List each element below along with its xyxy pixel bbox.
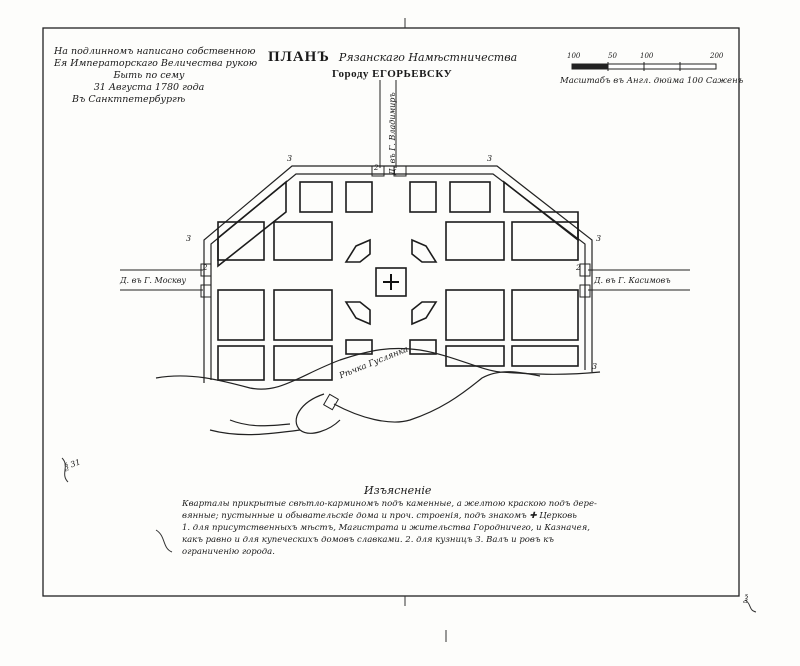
block-corner-nw [217, 180, 287, 268]
scale-caption: Масштабъ въ Англ. дюйма 100 Саженъ [560, 76, 744, 86]
map-frame [42, 27, 740, 597]
block-top-2 [345, 181, 373, 213]
west-road [120, 269, 203, 291]
block-top-4 [449, 181, 491, 213]
north-road [379, 80, 397, 168]
block-top-1 [299, 181, 333, 213]
river-bridge [322, 393, 340, 411]
river-guslyanka [155, 347, 601, 436]
marker-gate-n: 2 [374, 164, 379, 172]
block-corner-ne [503, 180, 579, 242]
map-title: ПЛАНЪ Рязанскаго Намѣстничества [268, 46, 517, 66]
block-6 [445, 289, 505, 341]
block-1 [273, 221, 333, 261]
marker-rampart-nw: 3 [287, 154, 293, 163]
approval-line-1: На подлинномъ написано собственною [54, 46, 256, 57]
legend-line-2: вянные; пустынные и обывательскiе дома и… [182, 511, 577, 521]
scale-bar [571, 62, 717, 71]
approval-line-3: Быть по сему [113, 70, 185, 81]
block-0 [217, 221, 265, 261]
gate-marks [200, 165, 591, 298]
scale-tick-0: 100 [567, 52, 581, 60]
east-road [588, 269, 690, 291]
block-3 [511, 221, 579, 261]
block-south-2 [409, 339, 437, 355]
approval-line-2: Ея Императорскаго Величества рукою [54, 58, 258, 69]
legend-line-5: ограниченiю города. [182, 547, 275, 557]
marker-gate-w: 2 [203, 264, 208, 272]
approval-line-5: Въ Санктпетербургѣ [72, 94, 186, 105]
church-symbol [383, 274, 399, 290]
legend-line-1: Кварталы прикрытые свѣтло-карминомъ подъ… [182, 499, 597, 509]
title-plan: ПЛАНЪ [268, 49, 330, 65]
marker-rampart-se: 3 [592, 362, 598, 371]
margin-scribble [61, 457, 757, 613]
road-label-north: Д. въ Г. Владимиръ [388, 92, 397, 175]
marker-rampart-e: 3 [596, 234, 602, 243]
scale-tick-3: 200 [710, 52, 724, 60]
approval-line-4: 31 Августа 1780 года [93, 82, 205, 93]
title-province: Рязанскаго Намѣстничества [338, 51, 518, 64]
marker-gate-e: 2 [576, 264, 581, 272]
legend-line-3: 1. для присутственныхъ мѣстъ, Магистрата… [182, 523, 590, 533]
town-blocks [217, 180, 579, 381]
margin-note-right: Ѯ [744, 594, 748, 603]
legend-line-4: какъ равно и для купеческихъ домовъ слав… [182, 535, 554, 545]
block-10 [445, 345, 505, 367]
marker-rampart-w: 3 [186, 234, 192, 243]
marker-rampart-ne: 3 [487, 154, 493, 163]
central-square [344, 238, 438, 326]
legend-body: Кварталы прикрытые свѣтло-карминомъ подъ… [182, 498, 602, 558]
scale-tick-1: 50 [608, 52, 617, 60]
block-9 [273, 345, 333, 381]
block-8 [217, 345, 265, 381]
road-label-west: Д. въ Г. Москву [120, 276, 187, 285]
block-4 [217, 289, 265, 341]
title-town: Городу ЕГОРЬЕВСКУ [332, 68, 453, 80]
block-5 [273, 289, 333, 341]
block-11 [511, 345, 579, 367]
block-2 [445, 221, 505, 261]
road-label-east: Д. въ Г. Касимовъ [594, 276, 671, 285]
legend-heading: Изъясненіе [364, 484, 432, 497]
scale-tick-2: 100 [640, 52, 654, 60]
block-7 [511, 289, 579, 341]
block-top-3 [409, 181, 437, 213]
approval-inscription: На подлинномъ написано собственною Ея Им… [54, 46, 258, 106]
